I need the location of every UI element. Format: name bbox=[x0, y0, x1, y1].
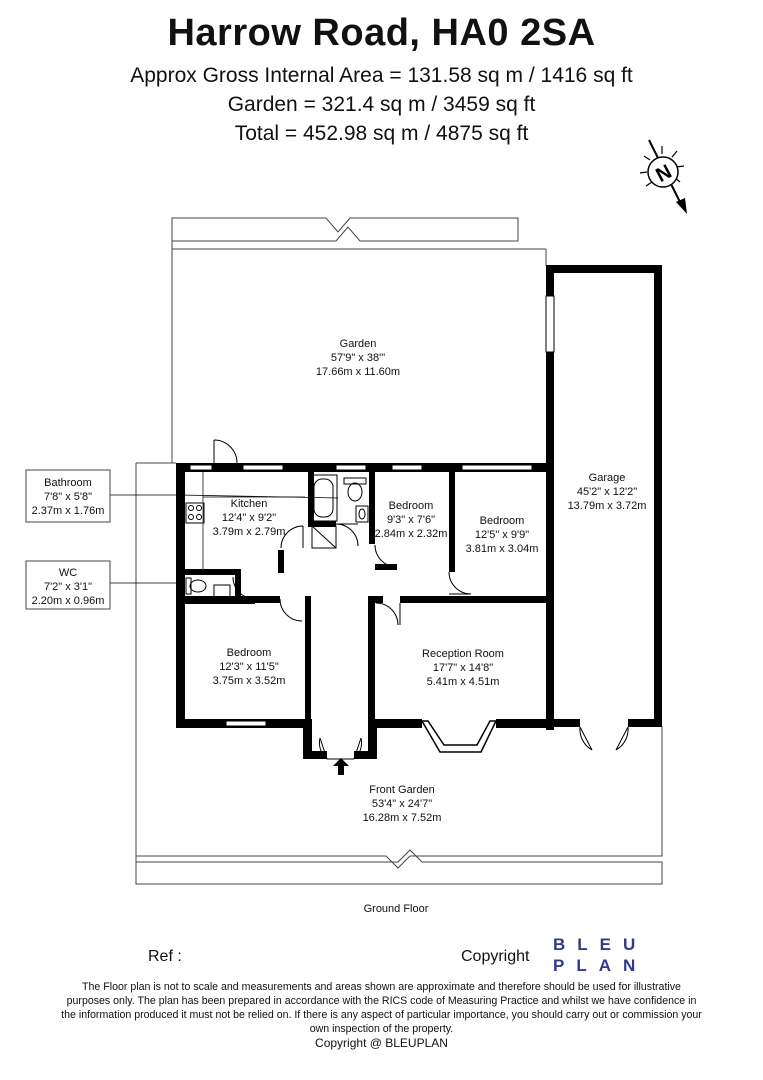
gross-internal-area: Approx Gross Internal Area = 131.58 sq m… bbox=[130, 64, 633, 87]
toilet-icon bbox=[343, 477, 367, 502]
bedroom-rear-imperial: 12'5" x 9'9" bbox=[475, 529, 529, 541]
kitchen-metric: 3.79m x 2.79m bbox=[213, 526, 286, 538]
garden-imperial: 57'9" x 38'" bbox=[331, 352, 385, 364]
bedroom-front-imperial: 12'3" x 11'5" bbox=[219, 661, 279, 673]
front-garden-name: Front Garden bbox=[369, 784, 434, 796]
kitchen-name: Kitchen bbox=[231, 498, 268, 510]
wc-metric: 2.20m x 0.96m bbox=[32, 595, 105, 607]
ref-label: Ref : bbox=[148, 948, 182, 965]
wc-imperial: 7'2" x 3'1" bbox=[44, 581, 92, 593]
bedroom-rear-name: Bedroom bbox=[480, 515, 525, 527]
footer-credit: Copyright @ BLEUPLAN bbox=[315, 1036, 448, 1050]
bedroom-front-name: Bedroom bbox=[227, 647, 272, 659]
entrance-arrow-icon bbox=[333, 758, 349, 775]
wc-callout-box bbox=[25, 560, 111, 610]
wc-name: WC bbox=[59, 567, 77, 579]
garage-metric: 13.79m x 3.72m bbox=[568, 500, 647, 512]
front-garden-metric: 16.28m x 7.52m bbox=[363, 812, 442, 824]
bedroom-small-metric: 2.84m x 2.32m bbox=[375, 528, 448, 540]
garden-boundary bbox=[171, 217, 547, 463]
bathroom-name: Bathroom bbox=[44, 477, 92, 489]
back-door bbox=[213, 439, 238, 464]
bedroom-small-name: Bedroom bbox=[389, 500, 434, 512]
shower-icon bbox=[311, 525, 337, 549]
bleuplan-logo: BLEU PLAN bbox=[553, 934, 647, 976]
garden-area: Garden = 321.4 sq m / 3459 sq ft bbox=[227, 93, 536, 116]
callout-lines bbox=[110, 494, 339, 584]
page-title: Harrow Road, HA0 2SA bbox=[167, 12, 596, 54]
north-arrow-icon: N bbox=[639, 139, 687, 214]
front-garden-boundary bbox=[135, 462, 663, 885]
hob-icon bbox=[185, 502, 205, 524]
disclaimer: The Floor plan is not to scale and measu… bbox=[61, 981, 702, 1035]
door-swings bbox=[232, 523, 472, 626]
logo-line2: PLAN bbox=[553, 956, 648, 975]
reception-name: Reception Room bbox=[422, 648, 504, 660]
bay-window bbox=[420, 720, 498, 753]
basin-icon bbox=[355, 505, 369, 523]
garage-name: Garage bbox=[589, 472, 626, 484]
bathroom-callout-box bbox=[25, 469, 111, 523]
reception-imperial: 17'7" x 14'8" bbox=[433, 662, 493, 674]
copyright-label: Copyright bbox=[461, 948, 530, 965]
rear-windows bbox=[189, 464, 533, 727]
front-door bbox=[318, 737, 363, 760]
bedroom-small-imperial: 9'3" x 7'6" bbox=[387, 514, 435, 526]
bedroom-front-metric: 3.75m x 3.52m bbox=[213, 675, 286, 687]
garden-name: Garden bbox=[340, 338, 377, 350]
bathroom-metric: 2.37m x 1.76m bbox=[32, 505, 105, 517]
front-garden-imperial: 53'4" x 24'7" bbox=[372, 798, 432, 810]
floor-label: Ground Floor bbox=[364, 903, 429, 915]
wc-toilet-icon bbox=[185, 577, 231, 598]
bedroom-rear-metric: 3.81m x 3.04m bbox=[466, 543, 539, 555]
garden-metric: 17.66m x 11.60m bbox=[316, 366, 400, 378]
bathroom-imperial: 7'8" x 5'8" bbox=[44, 491, 92, 503]
garage-walls bbox=[545, 265, 662, 751]
total-area: Total = 452.98 sq m / 4875 sq ft bbox=[234, 122, 529, 145]
logo-line1: BLEU bbox=[553, 935, 648, 954]
kitchen-imperial: 12'4" x 9'2" bbox=[222, 512, 276, 524]
garage-imperial: 45'2" x 12'2" bbox=[577, 486, 637, 498]
reception-metric: 5.41m x 4.51m bbox=[427, 676, 500, 688]
